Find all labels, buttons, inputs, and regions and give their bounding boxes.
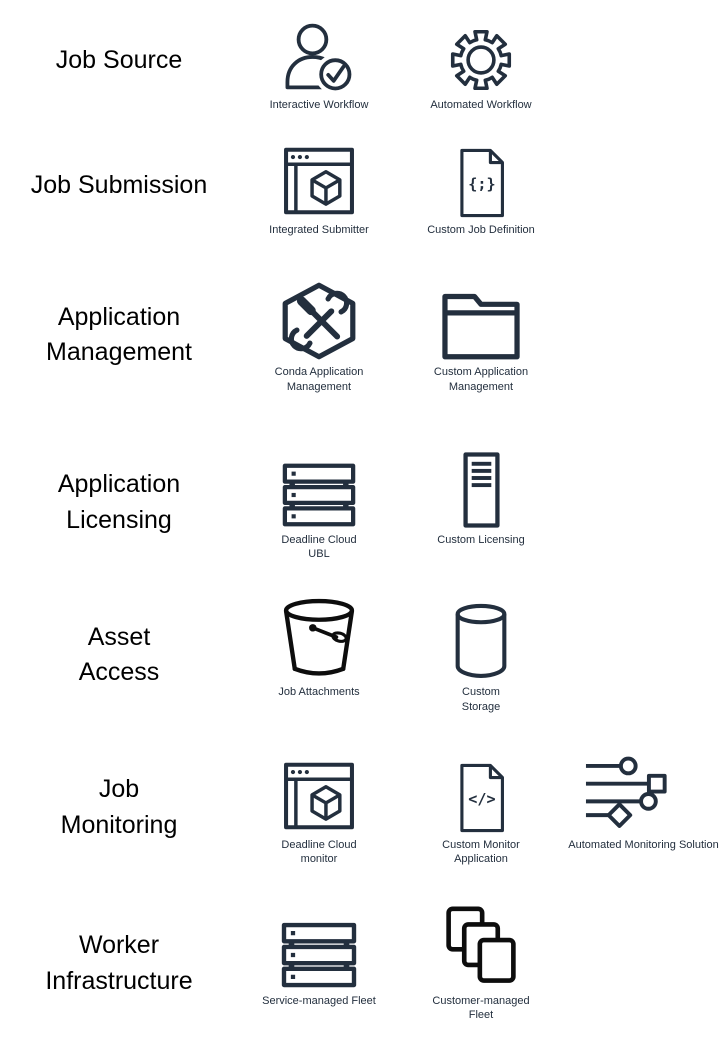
category-label: Application Licensing bbox=[57, 470, 181, 534]
svg-text:{;}: {;} bbox=[468, 176, 495, 194]
icon-caption: Conda Application Management bbox=[274, 366, 364, 393]
stacked-cards-icon bbox=[446, 906, 516, 983]
category-label: Worker Infrastructure bbox=[45, 931, 193, 995]
category-label: Asset Access bbox=[78, 622, 160, 687]
user-check-icon bbox=[285, 24, 356, 94]
icon-caption: Deadline Cloud UBL bbox=[281, 533, 357, 560]
option-item: Deadline Cloud UBL bbox=[238, 444, 400, 562]
app-window-cube-icon bbox=[284, 762, 354, 829]
category-label: Job Submission bbox=[30, 171, 208, 200]
row-worker-infrastructure: Worker Infrastructure Service-managed Fl… bbox=[0, 890, 725, 1037]
option-item: Service-managed Fleet bbox=[238, 905, 400, 1008]
option-item: Deadline Cloud monitor bbox=[238, 749, 400, 867]
option-item: Interactive Workflow bbox=[238, 9, 400, 112]
row-job-source: Job Source Interactive Workflow bbox=[0, 0, 725, 122]
icon-caption: Custom Application Management bbox=[433, 366, 529, 393]
automation-lines-icon bbox=[585, 756, 667, 828]
icon-caption: Integrated Submitter bbox=[269, 224, 369, 237]
icon-caption: Service-managed Fleet bbox=[262, 994, 376, 1007]
svg-text:</>: </> bbox=[468, 790, 495, 808]
row-job-monitoring: Job Monitoring Deadline Cloud monito bbox=[0, 725, 725, 890]
option-item: Automated Monitoring Solution bbox=[562, 749, 725, 852]
row-application-management: Application Management Conda Application… bbox=[0, 250, 725, 420]
row-asset-access: Asset Access Job Attachments bbox=[0, 585, 725, 725]
bucket-icon bbox=[283, 599, 355, 676]
option-item: Automated Workflow bbox=[400, 9, 562, 112]
icon-caption: Job Attachments bbox=[278, 686, 360, 699]
row-application-licensing: Application Licensing Deadline Cloud UBL bbox=[0, 420, 725, 585]
option-item: Integrated Submitter bbox=[238, 134, 400, 237]
icon-caption: Interactive Workflow bbox=[269, 99, 369, 112]
icon-caption: Custom Storage bbox=[461, 686, 501, 713]
option-item: </> Custom Monitor Application bbox=[400, 749, 562, 867]
app-window-cube-icon bbox=[284, 148, 354, 215]
icon-caption: Custom Job Definition bbox=[427, 224, 535, 237]
gear-icon bbox=[450, 30, 512, 91]
option-item: Job Attachments bbox=[238, 596, 400, 699]
icon-caption: Deadline Cloud monitor bbox=[281, 838, 357, 865]
icon-caption: Automated Monitoring Solution bbox=[568, 838, 719, 851]
icon-caption: Custom Licensing bbox=[437, 533, 525, 546]
folder-icon bbox=[442, 294, 520, 360]
option-item: Custom Storage bbox=[400, 596, 562, 714]
row-job-submission: Job Submission Integrated Submitter bbox=[0, 122, 725, 250]
icon-caption: Custom Monitor Application bbox=[442, 838, 520, 865]
icon-caption: Customer-managed Fleet bbox=[432, 994, 530, 1021]
category-label: Job Monitoring bbox=[60, 775, 178, 839]
server-rack-icon bbox=[281, 922, 357, 987]
option-item: Customer-managed Fleet bbox=[400, 905, 562, 1023]
category-label: Job Source bbox=[55, 46, 183, 75]
option-item: {;} Custom Job Definition bbox=[400, 134, 562, 237]
option-item: Custom Application Management bbox=[400, 276, 562, 394]
code-document-icon: </> bbox=[459, 763, 504, 832]
server-rack-icon bbox=[282, 463, 356, 527]
cylinder-storage-icon bbox=[455, 604, 507, 679]
code-document-icon: {;} bbox=[459, 149, 504, 218]
hexagon-tools-icon bbox=[282, 282, 356, 360]
option-item: Custom Licensing bbox=[400, 444, 562, 547]
option-item: Conda Application Management bbox=[238, 276, 400, 394]
category-label: Application Management bbox=[46, 302, 192, 367]
icon-caption: Automated Workflow bbox=[430, 99, 532, 112]
tower-server-icon bbox=[462, 452, 500, 528]
